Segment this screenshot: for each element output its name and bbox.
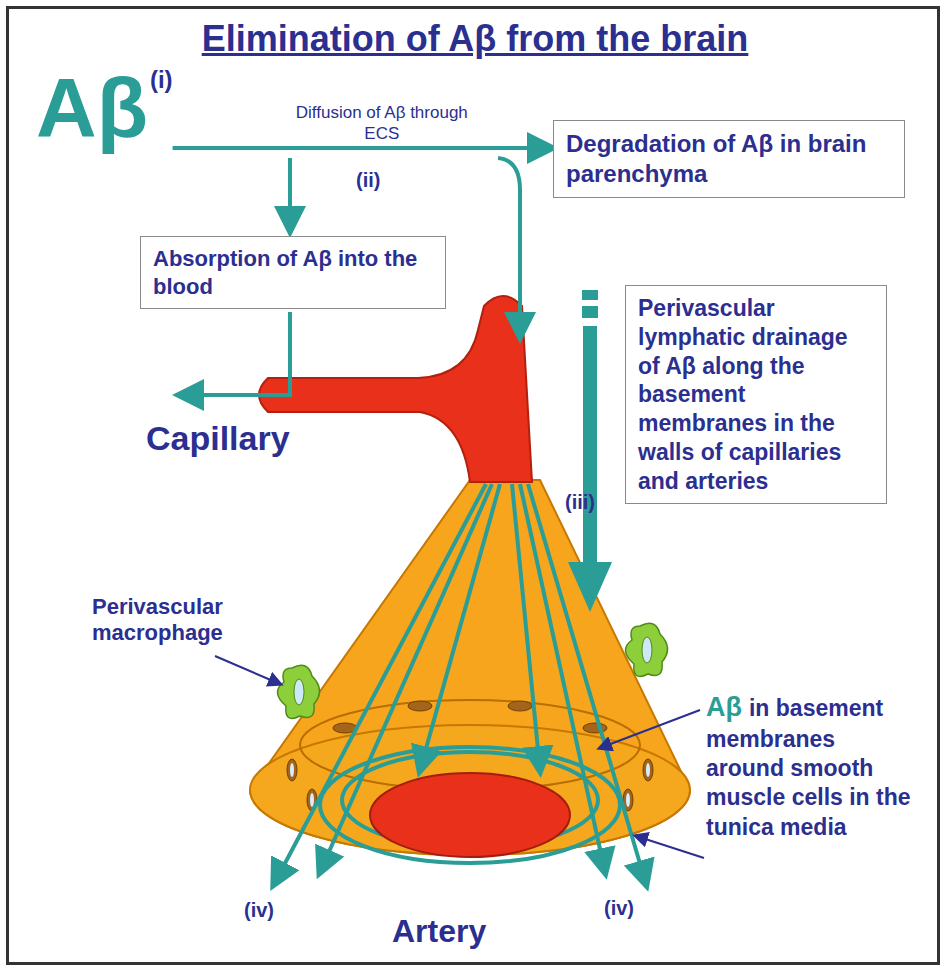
perivascular-macrophage <box>277 623 667 718</box>
box-text: Absorption of Aβ into the blood <box>153 245 433 300</box>
callout-number: (iv) <box>604 896 634 920</box>
source-name: Aβ <box>36 61 148 155</box>
capillary-vessel <box>259 296 532 482</box>
artery-lumen <box>370 773 570 857</box>
flow-arrow <box>173 146 551 150</box>
edge-label: Diffusion of Aβ through ECS <box>292 102 472 145</box>
basement-membrane-ring <box>320 747 620 863</box>
drainage-arrow <box>568 290 612 612</box>
process-box: Perivascular lymphatic drainage of Aβ al… <box>625 285 887 504</box>
vessel-label: Capillary <box>146 418 290 459</box>
leader-line <box>215 656 704 858</box>
process-box: Absorption of Aβ into the blood <box>140 236 446 309</box>
callout-number: (i) <box>150 66 173 93</box>
box-text: Perivascular lymphatic drainage of Aβ al… <box>638 294 874 495</box>
source-label: Aβ(i) <box>36 66 173 150</box>
callout-number: (iii) <box>565 490 595 514</box>
annotation-group: Aβin basement membranes around smooth mu… <box>706 690 918 842</box>
callout-number: (ii) <box>356 168 380 192</box>
annotation-term: Aβ <box>706 692 742 722</box>
callout-number: (iv) <box>244 898 274 922</box>
box-text: Degradation of Aβ in brain parenchyma <box>566 129 892 189</box>
process-box: Degradation of Aβ in brain parenchyma <box>553 120 905 198</box>
cell-label: Perivascular macrophage <box>92 594 307 647</box>
vessel-label: Artery <box>392 912 486 950</box>
title: Elimination of Aβ from the brain <box>0 18 950 60</box>
